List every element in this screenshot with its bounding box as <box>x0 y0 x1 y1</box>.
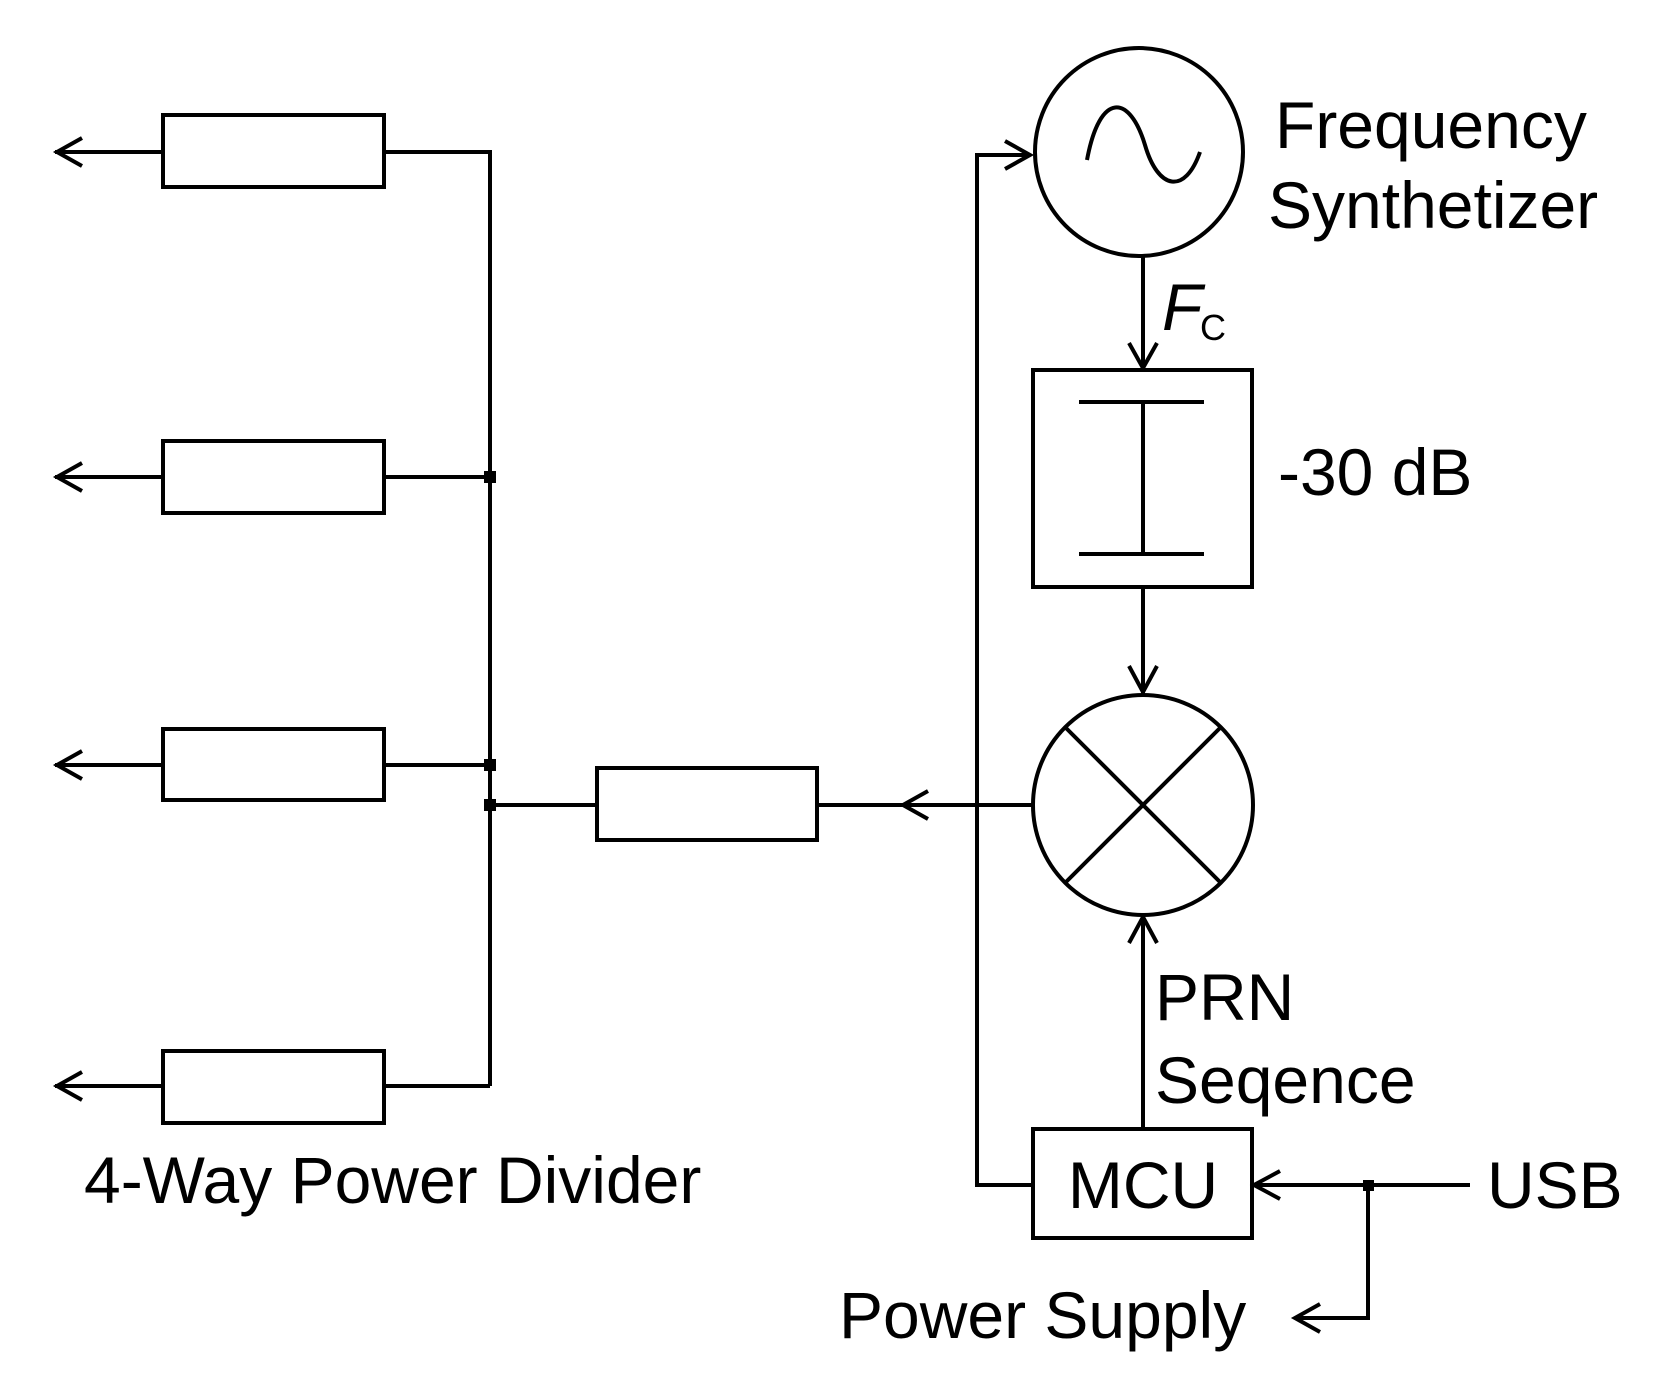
mcu-box <box>1031 1127 1254 1240</box>
output-1-wire <box>384 150 492 1086</box>
attenuator-to-mixer-arrow <box>1127 665 1159 697</box>
power-supply-arrow <box>1290 1302 1321 1334</box>
mcu-to-synth-wire <box>975 153 1033 1187</box>
synth-label-line1: Frequency <box>1275 88 1587 162</box>
output-3-arrow <box>52 749 83 781</box>
attenuator <box>1031 368 1254 697</box>
control-line <box>975 139 1035 1187</box>
divider-label: 4-Way Power Divider <box>84 1143 701 1217</box>
mixer-cross-b <box>1063 725 1223 885</box>
usb-arrow <box>1249 1169 1281 1201</box>
usb-label: USB <box>1487 1148 1623 1222</box>
mcu-label: MCU <box>1068 1148 1218 1222</box>
mixer <box>1031 693 1255 917</box>
fc-label: F <box>1162 270 1206 344</box>
output-1-arrow <box>52 136 83 168</box>
prn-label: PRN <box>1155 960 1294 1034</box>
divider-input-resistor <box>595 766 819 842</box>
output-2-arrow <box>52 461 83 493</box>
mcu-block <box>1031 912 1470 1334</box>
labels: Frequency Synthetizer F C -30 dB PRN Seq… <box>84 88 1623 1352</box>
output-4-resistor <box>161 1049 386 1125</box>
synth-circle <box>1033 46 1245 258</box>
divider-outputs <box>52 113 496 1125</box>
output-4-arrow <box>52 1070 83 1102</box>
attenuation-label: -30 dB <box>1278 435 1472 509</box>
fc-subscript: C <box>1200 307 1226 348</box>
output-3-junction <box>484 759 496 771</box>
sequence-label: Seqence <box>1155 1043 1416 1117</box>
output-3-resistor <box>161 727 386 802</box>
divider-input <box>484 766 1033 842</box>
synth-label-line2: Synthetizer <box>1268 168 1598 242</box>
frequency-synthesizer <box>1033 46 1245 373</box>
output-2-resistor <box>161 439 386 515</box>
power-supply-label: Power Supply <box>839 1278 1246 1352</box>
sine-wave-icon <box>1085 105 1202 184</box>
power-supply-wire <box>1295 1185 1370 1320</box>
mcu-to-synth-arrow <box>1004 139 1035 171</box>
mixer-output-arrow <box>898 789 929 821</box>
output-2-junction <box>484 471 496 483</box>
mcu-to-mixer-arrow <box>1127 912 1159 944</box>
output-1-resistor <box>161 113 386 189</box>
